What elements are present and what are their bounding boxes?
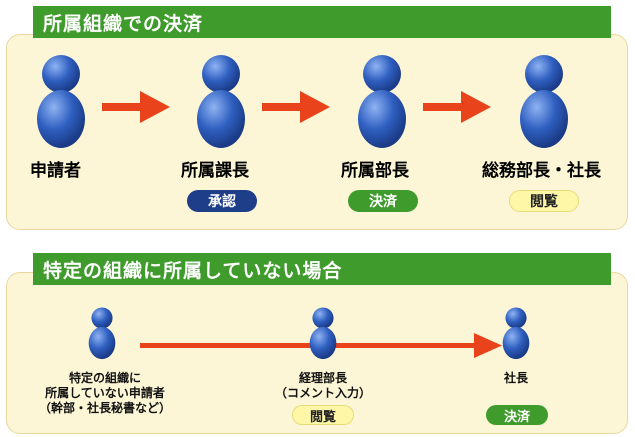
person-icon xyxy=(309,307,337,360)
role-applicant: 申請者 xyxy=(30,161,81,181)
arrow-section-chief-to-dept-head xyxy=(262,91,330,123)
person-icon xyxy=(520,55,568,148)
person-icon xyxy=(88,307,116,360)
unaffiliated-applicant-label: 特定の組織に 所属していない申請者 （幹部・社長秘書など） xyxy=(38,371,171,415)
status-badge-settlement: 決済 xyxy=(348,190,418,212)
status-badge-approval: 承認 xyxy=(187,190,257,212)
person-icon xyxy=(502,307,530,360)
section-title-organization: 所属組織での決済 xyxy=(33,6,611,38)
role-section-chief: 所属課長 xyxy=(181,161,249,181)
president-label: 社長 xyxy=(503,371,528,385)
status-badge-view: 閲覧 xyxy=(509,190,579,212)
person-icon xyxy=(358,55,406,148)
role-department-head: 所属部長 xyxy=(341,161,409,181)
arrow-dept-head-to-president xyxy=(423,91,491,123)
arrow-applicant-to-section-chief xyxy=(102,91,170,123)
accounting-head-label: 経理部長 （コメント入力） xyxy=(274,371,371,400)
section-title-no-organization: 特定の組織に所属していない場合 xyxy=(33,253,611,285)
person-icon xyxy=(37,55,85,148)
status-badge-settlement: 決済 xyxy=(486,405,548,425)
person-icon xyxy=(197,55,245,148)
status-badge-view: 閲覧 xyxy=(292,405,354,425)
role-general-affairs-head-president: 総務部長・社長 xyxy=(482,161,601,181)
